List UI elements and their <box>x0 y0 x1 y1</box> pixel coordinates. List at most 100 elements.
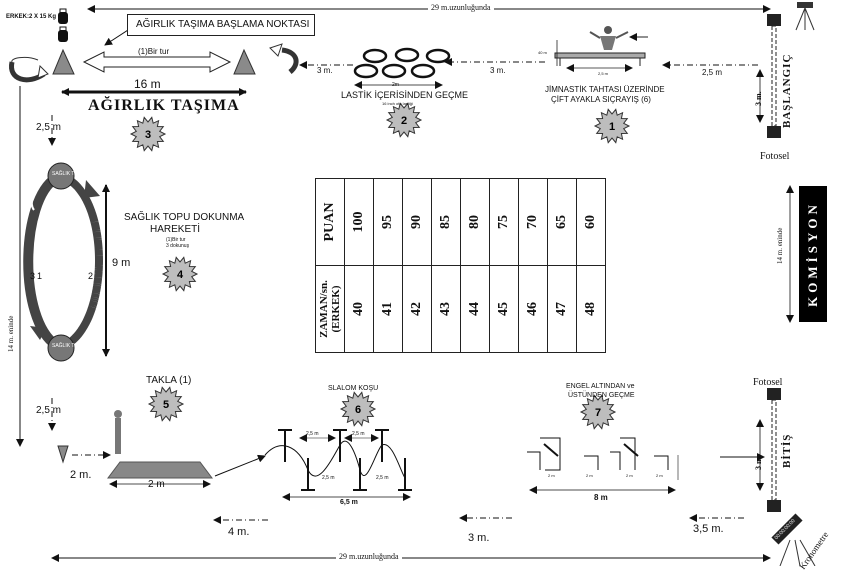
puan-cell: 65 <box>547 178 577 266</box>
time-cell: 44 <box>460 265 490 353</box>
start-point-label: AĞIRLIK TAŞIMA BAŞLAMA NOKTASI <box>136 19 310 30</box>
board-height-label: 40 m <box>538 50 547 55</box>
chronometer-icon <box>779 539 816 566</box>
weight-length-label: 16 m <box>134 77 161 91</box>
health-title-1: SAĞLIK TOPU DOKUNMA <box>124 212 245 223</box>
puan-cell: 70 <box>518 178 548 266</box>
health-lap: (1)Bir tur <box>166 237 186 243</box>
puan-cell: 85 <box>431 178 461 266</box>
weight-carry-title: AĞIRLIK TAŞIMA <box>88 97 240 114</box>
somersault-title: TAKLA (1) <box>146 375 192 386</box>
health-n3: 3 <box>30 271 36 281</box>
commission-label: KOMİSYON <box>805 201 820 307</box>
time-cell: 46 <box>518 265 548 353</box>
hurdle-s4: 2 m <box>656 473 663 478</box>
health-touch: 3 dokunuş <box>166 243 190 249</box>
board-title-1: JİMNASTİK TAHTASI ÜZERİNDE <box>545 85 665 94</box>
hurdle-title-1: ENGEL ALTINDAN ve <box>566 383 635 390</box>
health-title-2: HAREKETİ <box>150 224 201 235</box>
start-point-box: AĞIRLIK TAŞIMA BAŞLAMA NOKTASI <box>127 14 315 36</box>
time-cell: 48 <box>576 265 606 353</box>
photocell-finish-top <box>767 388 781 400</box>
health-height: 9 m <box>112 257 131 269</box>
cone-bottom <box>57 445 69 464</box>
photocell-1-label: Fotosel <box>760 151 790 162</box>
score-table: PUAN 100 95 90 85 80 75 70 65 60 ZAMAN/s… <box>315 178 606 353</box>
puan-cell: 95 <box>373 178 403 266</box>
puan-cell: 60 <box>576 178 606 266</box>
weight-lap-label: (1)Bir tur <box>138 47 170 56</box>
tire-title: LASTİK İÇERİSİNDEN GEÇME <box>341 90 469 100</box>
gap-g5: 2,5 m <box>36 405 62 416</box>
slalom-a: 2,5 m <box>306 431 319 437</box>
gap-g9: 3,5 m. <box>693 523 724 535</box>
slalom-total: 6,5 m <box>340 499 358 506</box>
gap-g4: 2,5 m <box>36 122 62 133</box>
time-header: ZAMAN/sn. (ERKEK) <box>315 265 345 353</box>
time-cell: 41 <box>373 265 403 353</box>
photocell-2-label: Fotosel <box>753 377 783 388</box>
hurdle-s3: 2 m <box>626 473 633 478</box>
hurdle-s1: 2 m <box>548 473 555 478</box>
time-cell: 45 <box>489 265 519 353</box>
time-cell: 40 <box>344 265 374 353</box>
board-title-2: ÇİFT AYAKLA SIÇRAYIŞ (6) <box>551 95 651 104</box>
time-cell: 43 <box>431 265 461 353</box>
photocell-mid <box>767 126 781 138</box>
hurdles <box>527 437 669 471</box>
hurdle-total: 8 m <box>594 493 608 502</box>
start-label: BAŞLANGIÇ <box>781 53 793 128</box>
mat <box>107 461 213 479</box>
commission-panel: KOMİSYON <box>799 186 827 322</box>
cone-right <box>233 48 256 75</box>
tires-icon <box>353 47 451 79</box>
puan-cell: 90 <box>402 178 432 266</box>
gap-g1: 3 m. <box>317 66 333 75</box>
photocell-top <box>767 14 781 26</box>
slalom-poles <box>278 429 412 491</box>
finish-label: BİTİŞ <box>781 433 793 468</box>
cone-left <box>52 48 75 75</box>
gap-g3: 2,5 m <box>702 68 723 77</box>
gym-board-icon <box>554 26 648 72</box>
gap-g2: 3 m. <box>490 66 506 75</box>
time-cell: 47 <box>547 265 577 353</box>
puan-header: PUAN <box>315 178 345 266</box>
hurdle-title-2: ÜSTÜNDEN GEÇME <box>568 392 635 399</box>
slalom-c: 2,5 m <box>322 475 335 481</box>
slalom-d: 2,5 m <box>376 475 389 481</box>
puan-cell: 100 <box>344 178 374 266</box>
athlete-figure <box>114 410 122 454</box>
tire-width-label: 2m <box>392 82 399 88</box>
ball-bottom-label: SAĞLIK TOPU <box>52 343 86 349</box>
gap-g7: 4 m. <box>228 526 250 538</box>
puan-cell: 75 <box>489 178 519 266</box>
ball-bottom <box>47 334 75 362</box>
weights-icon <box>58 8 68 42</box>
ball-top-label: SAĞLIK TOPU <box>52 171 86 177</box>
tripod-icon <box>795 2 815 31</box>
left-width-label: 14 m. eninde <box>7 315 15 352</box>
weight-note: ERKEK:2 X 15 Kg <box>6 14 57 20</box>
health-ball-circuit <box>23 162 103 362</box>
health-n2: 2 <box>88 271 94 281</box>
puan-cell: 80 <box>460 178 490 266</box>
ball-top <box>47 162 75 190</box>
start-length: 3 m. <box>754 91 763 106</box>
tire-sub: 16 inch oto lastiği <box>382 101 413 106</box>
photocell-finish-bottom <box>767 500 781 512</box>
slalom-title: SLALOM KOŞU <box>328 385 379 392</box>
time-cell: 42 <box>402 265 432 353</box>
hurdle-s2: 2 m <box>586 473 593 478</box>
somersault-length: 2 m <box>148 479 165 490</box>
board-length-label: 2,5 m <box>598 71 609 76</box>
gap-g8: 3 m. <box>468 532 490 544</box>
lap-arrow <box>82 51 232 73</box>
health-n1: 1 <box>37 271 43 281</box>
slalom-b: 2,5 m <box>352 431 365 437</box>
gap-g6: 2 m. <box>70 469 92 481</box>
bottom-length-label: 29 m.uzunluğunda <box>336 553 402 561</box>
right-width-label: 14 m. eninde <box>776 227 784 264</box>
